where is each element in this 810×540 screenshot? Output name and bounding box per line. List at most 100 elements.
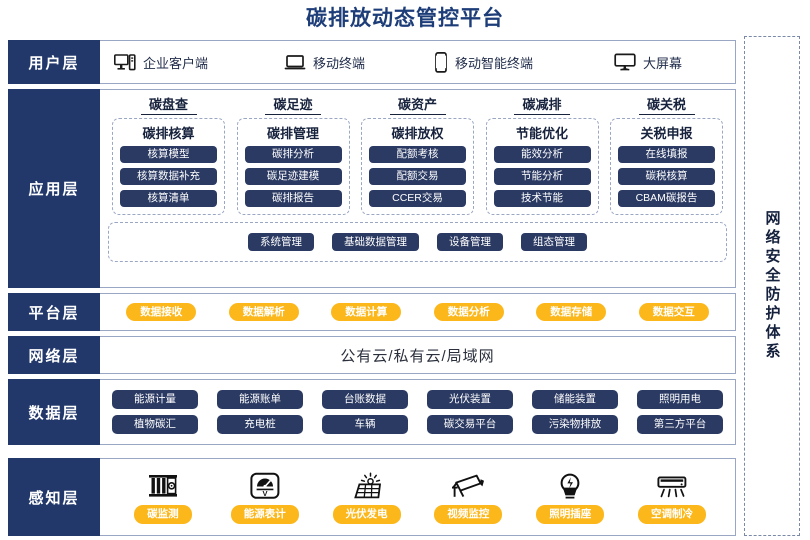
platform-capability-chip[interactable]: 数据计算 bbox=[331, 303, 402, 321]
layer-perception-label: 感知层 bbox=[8, 458, 100, 536]
app-feature-pill[interactable]: 配额交易 bbox=[369, 168, 466, 185]
data-source-pill[interactable]: 能源计量 bbox=[112, 390, 198, 409]
air-conditioner-icon bbox=[655, 465, 689, 501]
cctv-camera-icon bbox=[450, 465, 486, 501]
user-item-label: 大屏幕 bbox=[643, 55, 683, 71]
user-item-large-screen[interactable]: 大屏幕 bbox=[614, 53, 754, 72]
app-feature-pill[interactable]: 技术节能 bbox=[493, 190, 591, 207]
sense-item-label: 光伏发电 bbox=[332, 504, 401, 524]
layer-data-label: 数据层 bbox=[8, 379, 100, 445]
app-group-box: 节能优化 能效分析 节能分析 技术节能 bbox=[485, 118, 599, 215]
sense-item-label: 照明插座 bbox=[536, 504, 605, 524]
data-source-pill[interactable]: 污染物排放 bbox=[532, 415, 618, 434]
sense-item-energy-meter[interactable]: V 能源表计 bbox=[217, 465, 313, 524]
layer-platform: 平台层 数据接收 数据解析 数据计算 数据分析 数据存储 数据交互 bbox=[8, 293, 736, 331]
app-group-title: 碳足迹 bbox=[265, 94, 321, 115]
app-feature-pill[interactable]: 核算模型 bbox=[120, 146, 217, 163]
sense-item-carbon-monitor[interactable]: 碳监测 bbox=[115, 465, 211, 524]
app-group-subtitle: 碳排核算 bbox=[142, 126, 195, 141]
platform-capability-chip[interactable]: 数据存储 bbox=[536, 303, 607, 321]
data-source-row: 植物碳汇 充电桩 车辆 碳交易平台 污染物排放 第三方平台 bbox=[112, 415, 723, 434]
data-source-pill[interactable]: 能源账单 bbox=[217, 390, 303, 409]
layer-network-body: 公有云/私有云/局域网 bbox=[100, 337, 735, 373]
app-feature-pill[interactable]: CBAM碳报告 bbox=[618, 190, 715, 207]
app-feature-pill[interactable]: 碳税核算 bbox=[618, 168, 715, 185]
user-item-mobile-terminal[interactable]: 移动终端 bbox=[284, 53, 434, 72]
data-source-pill[interactable]: 照明用电 bbox=[637, 390, 723, 409]
monitor-icon bbox=[614, 53, 636, 71]
data-source-row: 能源计量 能源账单 台账数据 光伏装置 储能装置 照明用电 bbox=[112, 390, 723, 409]
sense-item-video-surveillance[interactable]: 视频监控 bbox=[420, 465, 516, 524]
data-source-pill[interactable]: 充电桩 bbox=[217, 415, 303, 434]
data-source-pill[interactable]: 光伏装置 bbox=[427, 390, 513, 409]
app-group-box: 碳排放权 配额考核 配额交易 CCER交易 bbox=[361, 118, 474, 215]
carbon-monitor-icon bbox=[147, 465, 179, 501]
layer-network-label: 网络层 bbox=[8, 336, 100, 374]
app-feature-pill[interactable]: 核算清单 bbox=[120, 190, 217, 207]
app-feature-pill[interactable]: 核算数据补充 bbox=[120, 168, 217, 185]
data-source-pill[interactable]: 台账数据 bbox=[322, 390, 408, 409]
app-feature-pill[interactable]: 碳排分析 bbox=[244, 146, 342, 163]
application-common-services: 系统管理 基础数据管理 设备管理 组态管理 bbox=[108, 222, 727, 262]
app-group-title: 碳盘查 bbox=[140, 94, 197, 115]
common-service-pill[interactable]: 设备管理 bbox=[437, 233, 503, 251]
app-feature-pill[interactable]: 在线填报 bbox=[618, 146, 715, 163]
user-item-label: 移动终端 bbox=[313, 55, 366, 71]
data-source-pill[interactable]: 车辆 bbox=[322, 415, 408, 434]
app-group-box: 关税申报 在线填报 碳税核算 CBAM碳报告 bbox=[610, 118, 723, 215]
data-source-pill[interactable]: 碳交易平台 bbox=[427, 415, 513, 434]
platform-capability-chip[interactable]: 数据接收 bbox=[126, 303, 197, 321]
laptop-icon bbox=[284, 54, 306, 71]
user-item-label: 移动智能终端 bbox=[455, 55, 534, 71]
data-source-pill[interactable]: 植物碳汇 bbox=[112, 415, 198, 434]
platform-capability-chip[interactable]: 数据解析 bbox=[228, 303, 299, 321]
app-feature-pill[interactable]: 配额考核 bbox=[369, 146, 466, 163]
app-group-title: 碳资产 bbox=[389, 94, 446, 115]
app-group-carbon-inventory: 碳盘查 碳排核算 核算模型 核算数据补充 核算清单 bbox=[112, 94, 225, 215]
app-group-title: 碳关税 bbox=[638, 94, 695, 115]
sense-item-label: 碳监测 bbox=[134, 504, 192, 524]
application-group-list: 碳盘查 碳排核算 核算模型 核算数据补充 核算清单 碳足迹 碳排管理 碳排分析 … bbox=[108, 94, 727, 215]
data-source-pill[interactable]: 储能装置 bbox=[532, 390, 618, 409]
sense-item-air-conditioning[interactable]: 空调制冷 bbox=[624, 465, 720, 524]
user-item-enterprise-client[interactable]: 企业客户端 bbox=[114, 53, 284, 72]
solar-panel-icon bbox=[350, 465, 384, 501]
common-service-pill[interactable]: 组态管理 bbox=[521, 233, 587, 251]
app-group-subtitle: 节能优化 bbox=[515, 126, 568, 141]
sense-item-label: 能源表计 bbox=[230, 504, 299, 524]
layer-application: 应用层 碳盘查 碳排核算 核算模型 核算数据补充 核算清单 碳足迹 碳排管理 bbox=[8, 89, 736, 288]
app-group-subtitle: 碳排管理 bbox=[266, 126, 319, 141]
app-group-carbon-tariff: 碳关税 关税申报 在线填报 碳税核算 CBAM碳报告 bbox=[610, 94, 723, 215]
app-group-carbon-asset: 碳资产 碳排放权 配额考核 配额交易 CCER交易 bbox=[361, 94, 474, 215]
common-service-pill[interactable]: 基础数据管理 bbox=[332, 233, 419, 251]
layer-data-body: 能源计量 能源账单 台账数据 光伏装置 储能装置 照明用电 植物碳汇 充电桩 车… bbox=[100, 380, 735, 444]
data-source-pill[interactable]: 第三方平台 bbox=[637, 415, 723, 434]
app-feature-pill[interactable]: 碳排报告 bbox=[244, 190, 342, 207]
network-security-band: 网络安全防护体系 bbox=[744, 36, 800, 536]
app-group-box: 碳排管理 碳排分析 碳足迹建模 碳排报告 bbox=[236, 118, 350, 215]
user-item-label: 企业客户端 bbox=[143, 55, 209, 71]
layer-perception: 感知层 bbox=[8, 458, 736, 536]
app-group-title: 碳减排 bbox=[514, 94, 570, 115]
sense-item-lighting-socket[interactable]: 照明插座 bbox=[522, 465, 618, 524]
user-item-smart-mobile-terminal[interactable]: 移动智能终端 bbox=[434, 51, 614, 73]
app-feature-pill[interactable]: 节能分析 bbox=[493, 168, 591, 185]
common-service-pill[interactable]: 系统管理 bbox=[248, 233, 314, 251]
smartphone-icon bbox=[434, 51, 448, 73]
layer-user-label: 用户层 bbox=[8, 40, 100, 84]
app-feature-pill[interactable]: 能效分析 bbox=[493, 146, 591, 163]
layer-application-body: 碳盘查 碳排核算 核算模型 核算数据补充 核算清单 碳足迹 碳排管理 碳排分析 … bbox=[100, 90, 735, 287]
app-feature-pill[interactable]: 碳足迹建模 bbox=[244, 168, 342, 185]
app-feature-pill[interactable]: CCER交易 bbox=[369, 190, 466, 207]
layer-user-body: 企业客户端 移动终端 bbox=[100, 41, 754, 83]
app-group-carbon-footprint: 碳足迹 碳排管理 碳排分析 碳足迹建模 碳排报告 bbox=[236, 94, 350, 215]
layer-perception-body: 碳监测 V 能源表计 bbox=[100, 459, 735, 535]
sense-item-solar-power[interactable]: 光伏发电 bbox=[319, 465, 415, 524]
platform-capability-chip[interactable]: 数据交互 bbox=[638, 303, 709, 321]
platform-capability-chip[interactable]: 数据分析 bbox=[433, 303, 504, 321]
sense-item-label: 视频监控 bbox=[434, 504, 503, 524]
layer-platform-body: 数据接收 数据解析 数据计算 数据分析 数据存储 数据交互 bbox=[100, 294, 735, 330]
network-security-band-label: 网络安全防护体系 bbox=[763, 210, 781, 362]
app-group-carbon-reduction: 碳减排 节能优化 能效分析 节能分析 技术节能 bbox=[485, 94, 599, 215]
